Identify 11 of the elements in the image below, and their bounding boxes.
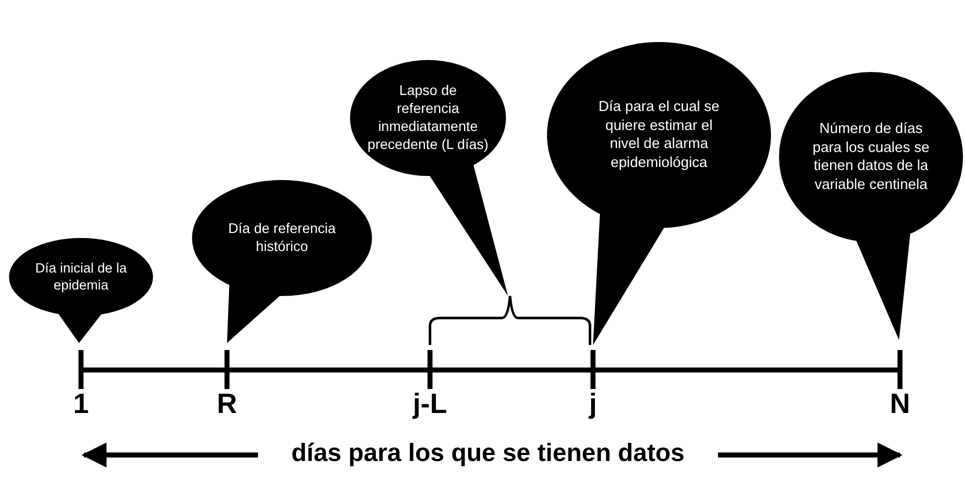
bubble-text: Número de días para los cuales se tienen datos de la variable centinela bbox=[812, 120, 930, 194]
tick-label: j bbox=[589, 388, 597, 420]
bubble-text: Día inicial de la epidemia bbox=[34, 260, 128, 294]
tick-label: R bbox=[216, 388, 238, 420]
bubble-text: Lapso de referencia inmediatamente precedente (L días) bbox=[367, 82, 489, 154]
axis-caption: días para los que se tienen datos bbox=[291, 439, 685, 468]
tick-label: j-L bbox=[412, 388, 448, 420]
bubble-text: Día de referencia histórico bbox=[227, 220, 337, 256]
bubble-text: Día para el cual se quiere estimar el nivel de alarma epidemiológica bbox=[598, 98, 720, 172]
tick-label: N bbox=[890, 388, 910, 420]
tick-label: 1 bbox=[73, 388, 89, 420]
